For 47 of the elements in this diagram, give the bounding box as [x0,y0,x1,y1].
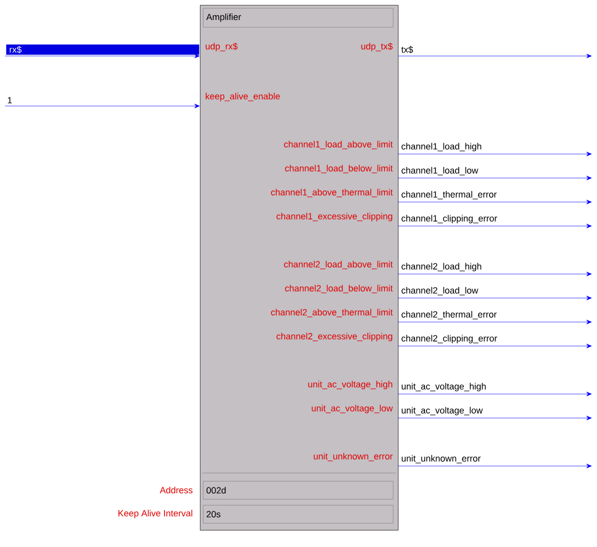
signal-arrow [398,296,592,300]
signal-arrow [398,320,592,324]
signal-arrow [398,152,592,156]
output-port-label: channel1_above_thermal_limit [271,188,393,198]
output-port-label: unit_ac_voltage_high [308,380,392,390]
signal-arrow [398,54,592,58]
signal-name: tx$ [401,46,414,54]
signal-name: 1 [8,97,12,104]
output-port-label: channel2_load_below_limit [285,284,393,294]
title-field: Amplifier [203,8,394,28]
output-port-label: channel2_excessive_clipping [276,332,392,342]
output-port-label: channel2_above_thermal_limit [271,308,393,318]
signal-arrow [398,464,592,468]
signal-name: channel2_load_low [402,287,478,296]
signal-arrow [398,176,592,180]
signal-name: rx$ [6,44,200,55]
signal-name: channel1_load_high [402,142,482,152]
signal-name: unit_ac_voltage_high [402,382,486,392]
output-port-label: channel1_excessive_clipping [276,212,392,222]
signal-arrow [398,392,592,396]
parameter-field: 002d [203,481,394,500]
output-port-label: channel1_load_above_limit [284,140,393,150]
signal-arrow [4,104,200,108]
signal-name: channel1_thermal_error [402,191,497,200]
input-port-label: keep_alive_enable [206,92,280,102]
parameter-field: 20s [203,505,394,524]
parameter-label: Address [160,486,192,494]
parameter-label: Keep Alive Interval [118,510,192,518]
input-port-label: udp_rx$ [206,42,238,52]
output-port-label: channel1_load_below_limit [285,164,393,174]
signal-name: unit_unknown_error [402,455,481,464]
output-port-label: unit_ac_voltage_low [312,404,393,414]
signal-arrow [398,200,592,204]
output-port-label: unit_unknown_error [314,452,393,462]
signal-name: channel1_load_low [402,167,478,176]
signal-arrow [398,344,592,348]
signal-name: unit_ac_voltage_low [402,406,483,416]
signal-arrow [398,416,592,420]
signal-arrow [398,224,592,228]
signal-name: channel2_clipping_error [402,334,498,344]
signal-name: channel2_thermal_error [402,311,497,320]
output-port-label: udp_tx$ [361,42,393,52]
signal-name: channel1_clipping_error [402,214,498,224]
signal-arrow [4,54,200,58]
signal-name: channel2_load_high [402,262,482,272]
output-port-label: channel2_load_above_limit [284,260,393,270]
signal-arrow [398,272,592,276]
